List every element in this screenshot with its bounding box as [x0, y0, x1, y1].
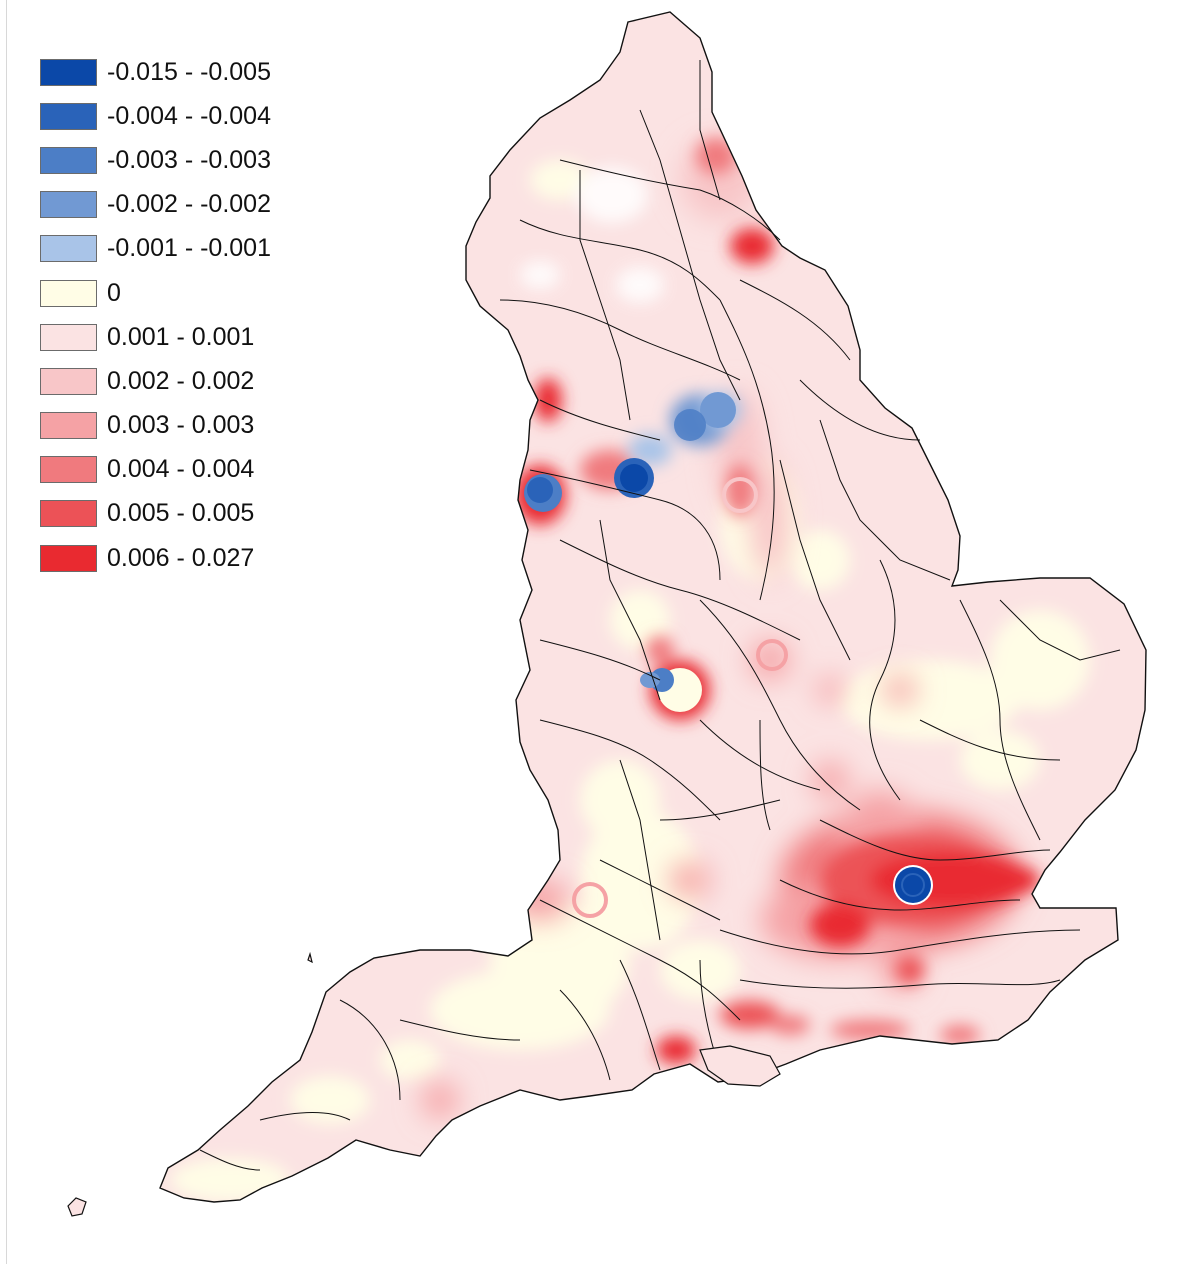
- legend-label: 0.002 - 0.002: [107, 366, 255, 395]
- islands: [67, 951, 781, 1217]
- legend-item: -0.015 - -0.005: [40, 50, 340, 94]
- legend-item: 0: [40, 271, 340, 315]
- hotspot-ring: [722, 477, 758, 513]
- legend-label: -0.002 - -0.002: [107, 190, 271, 219]
- legend-swatch: [40, 323, 97, 351]
- legend-swatch: [40, 235, 97, 263]
- legend-label: -0.004 - -0.004: [107, 101, 271, 130]
- legend-label: 0.003 - 0.003: [107, 411, 255, 440]
- legend-swatch: [40, 279, 97, 307]
- legend-item: -0.003 - -0.003: [40, 138, 340, 182]
- legend-swatch: [40, 500, 97, 528]
- legend-item: 0.002 - 0.002: [40, 359, 340, 403]
- negative-hotspots: [524, 392, 933, 905]
- legend-item: 0.001 - 0.001: [40, 315, 340, 359]
- legend-label: 0.005 - 0.005: [107, 499, 255, 528]
- legend-label: -0.015 - -0.005: [107, 57, 271, 86]
- legend-label: -0.001 - -0.001: [107, 234, 271, 263]
- legend-label: 0: [107, 278, 121, 307]
- legend-item: -0.002 - -0.002: [40, 183, 340, 227]
- legend-item: 0.005 - 0.005: [40, 492, 340, 536]
- legend-item: 0.004 - 0.004: [40, 448, 340, 492]
- legend-swatch: [40, 191, 97, 219]
- value-surface: [170, 138, 1090, 1202]
- legend-swatch: [40, 58, 97, 86]
- legend-item: -0.001 - -0.001: [40, 227, 340, 271]
- region-boundaries: [199, 60, 1121, 1171]
- legend-swatch: [40, 544, 97, 572]
- legend-swatch: [40, 412, 97, 440]
- legend-label: 0.006 - 0.027: [107, 543, 255, 572]
- hotspot-ring: [572, 882, 608, 918]
- england-coastline: [159, 11, 1147, 1203]
- legend-swatch: [40, 102, 97, 130]
- legend-item: 0.003 - 0.003: [40, 404, 340, 448]
- legend-label: -0.003 - -0.003: [107, 145, 271, 174]
- legend-item: 0.006 - 0.027: [40, 536, 340, 580]
- legend-swatch: [40, 146, 97, 174]
- hotspot-ring: [756, 639, 788, 671]
- legend-swatch: [40, 456, 97, 484]
- legend-item: -0.004 - -0.004: [40, 94, 340, 138]
- legend-label: 0.001 - 0.001: [107, 322, 255, 351]
- legend-label: 0.004 - 0.004: [107, 455, 255, 484]
- map-legend: -0.015 - -0.005 -0.004 - -0.004 -0.003 -…: [40, 50, 340, 580]
- near-zero-zones: [520, 167, 664, 303]
- legend-swatch: [40, 367, 97, 395]
- page-edge: [6, 0, 7, 1264]
